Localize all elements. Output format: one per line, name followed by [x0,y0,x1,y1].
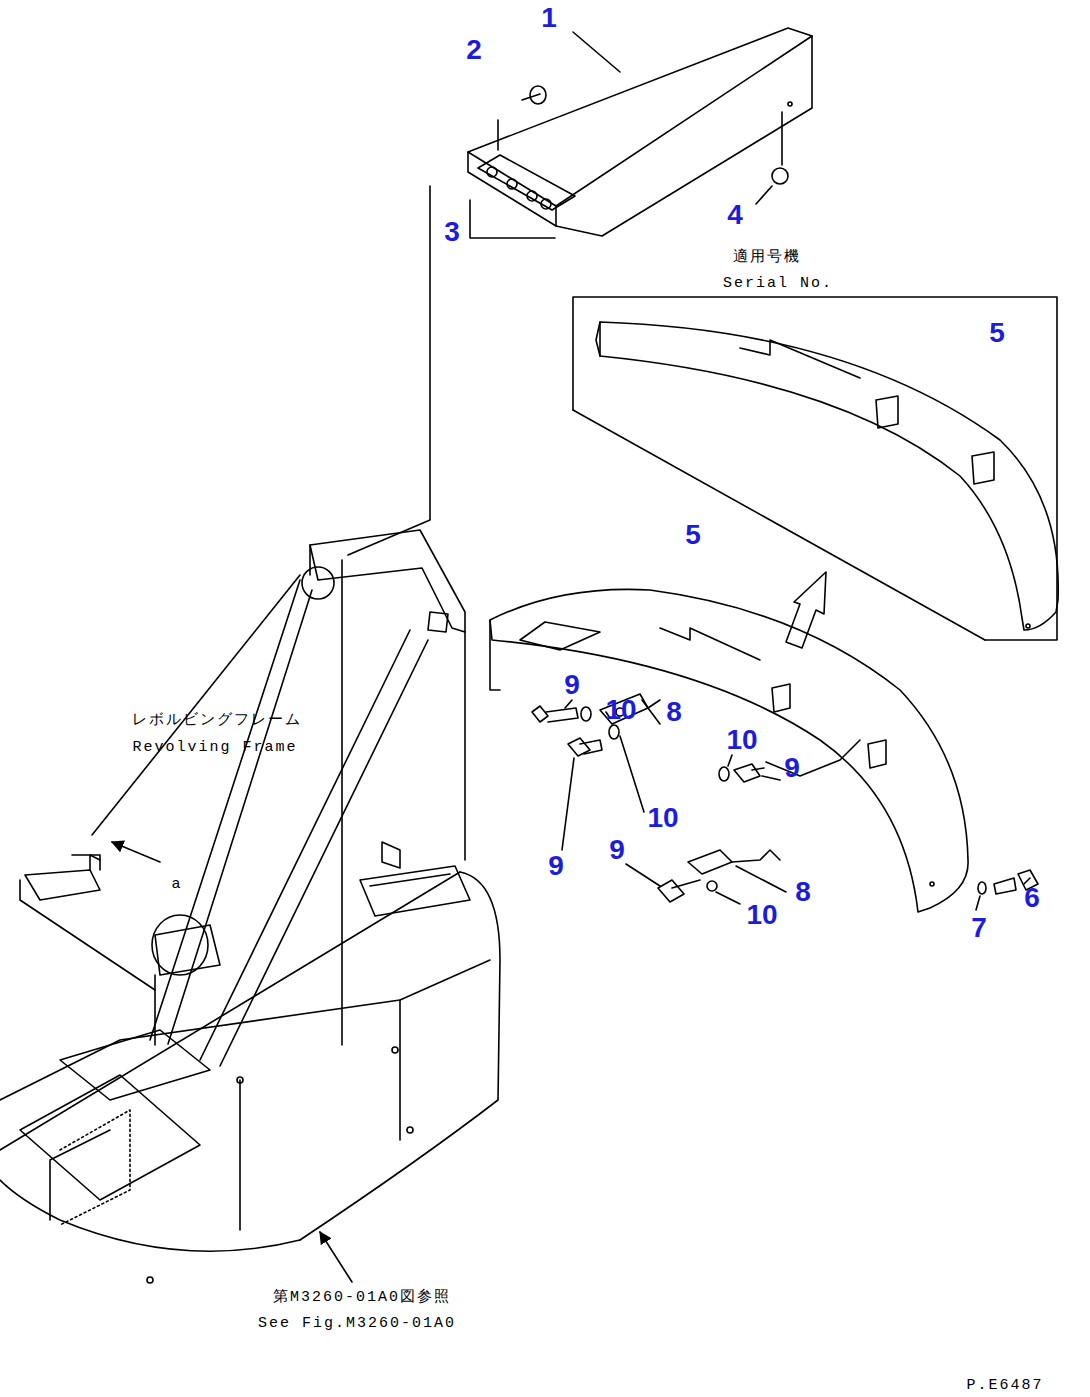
callout-number: 6 [1024,883,1040,914]
direction-arrow [786,572,826,648]
fasteners [532,694,1038,902]
callout-number: 8 [795,877,811,908]
leader-line [348,186,430,555]
leader-line [573,32,620,72]
label-text: P.E6487 [966,1378,1043,1395]
callout-number: 9 [548,851,564,882]
leader-line [756,186,772,204]
label-text: a [171,877,182,894]
callout-number: 3 [444,217,460,248]
bolt [530,86,546,104]
leader-line [92,575,300,835]
label-text: Serial No. [723,276,833,293]
leader-line [320,1232,352,1282]
callout-number: 4 [727,200,743,231]
callout-number: 7 [971,913,987,944]
counterweight [596,322,1058,630]
label-text: 適用号機 [733,250,801,267]
bracket [470,200,555,238]
leader-line [781,112,783,165]
callout-number: 9 [784,753,800,784]
label-text: Revolving Frame [132,740,297,757]
cover-box [468,28,812,236]
callout-number: 9 [609,835,625,866]
revolving-frame [0,530,500,1283]
leader-line [497,120,499,150]
view-mark [72,855,100,870]
leader-lines [562,700,1030,910]
callout-number: 8 [666,697,682,728]
callout-number: 10 [647,803,678,834]
callout-number: 2 [466,35,482,66]
label-text: レボルビングフレーム [132,713,302,730]
callout-number: 5 [685,520,701,551]
counterweight [490,589,968,912]
view-arrow [112,842,160,862]
inset-frame [573,410,985,640]
callout-number: 9 [564,670,580,701]
callout-number: 10 [605,695,636,726]
inset-frame [573,297,1057,640]
callout-number: 10 [726,725,757,756]
callout-number: 5 [989,318,1005,349]
nut [772,168,788,184]
label-text: 第M3260-01A0図参照 [273,1290,451,1307]
callout-number: 10 [746,900,777,931]
label-text: See Fig.M3260-01A0 [258,1316,456,1333]
callout-number: 1 [541,3,557,34]
